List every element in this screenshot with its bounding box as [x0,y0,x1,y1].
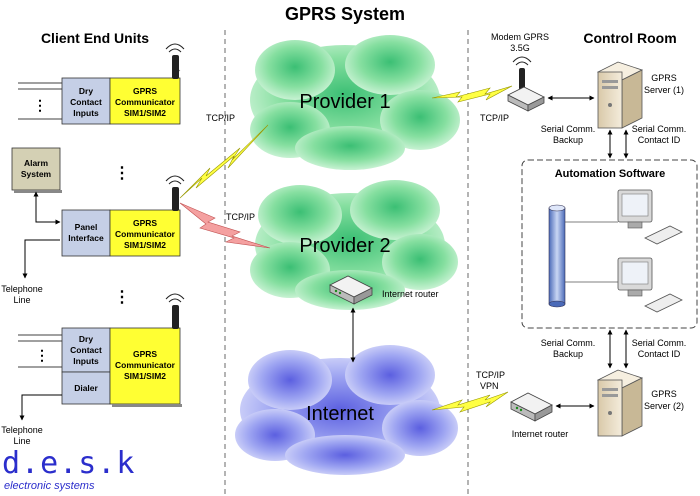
tcpip-label-3: TCP/IP [480,113,509,123]
router-label: Internet router [382,289,439,299]
svg-text:Line: Line [13,295,30,305]
gprs-communicator-3: GPRS [133,349,157,359]
panel-interface-box: Panel [75,222,98,232]
svg-text:SIM1/SIM2: SIM1/SIM2 [124,108,166,118]
diagram-title: GPRS System [285,4,405,24]
svg-text:Contact: Contact [70,97,102,107]
svg-text:Contact: Contact [70,345,102,355]
router-icon [510,392,553,422]
telephone-line-label: Telephone [1,284,43,294]
cloud-provider-1: Provider 1 [250,35,460,170]
svg-text:VPN: VPN [480,381,499,391]
svg-text:SIM1/SIM2: SIM1/SIM2 [124,240,166,250]
antenna-icon [165,175,185,211]
gprs-communicator-2: GPRS [133,218,157,228]
automation-software-title: Automation Software [555,168,666,180]
serial-backup-label-2: Serial Comm. [541,338,596,348]
wireless-link-modem [431,85,513,103]
gprs-communicator-1: GPRS [133,86,157,96]
cloud-internet: Internet [235,345,458,475]
router-icon [329,275,373,305]
svg-text:Backup: Backup [553,349,583,359]
wireless-link-provider-1 [179,124,269,199]
database-pipe-icon [548,204,566,308]
tcpip-label-1: TCP/IP [206,113,235,123]
modem-icon [507,56,545,112]
svg-text:Inputs: Inputs [73,108,99,118]
workstation-2-icon [617,257,683,313]
svg-text:System: System [21,169,52,179]
ellipsis: ⋮ [114,165,130,182]
svg-text:SIM1/SIM2: SIM1/SIM2 [124,371,166,381]
antenna-icon [165,43,185,79]
svg-text:Communicator: Communicator [115,360,176,370]
telephone-line-label: Telephone [1,425,43,435]
serial-backup-label-1: Serial Comm. [541,124,596,134]
tcpip-vpn-label: TCP/IP [476,370,505,380]
svg-text:Inputs: Inputs [73,356,99,366]
svg-text:Communicator: Communicator [115,229,176,239]
logo-tagline: electronic systems [4,480,95,492]
server-1-label: GPRS [651,73,677,83]
dialer-box: Dialer [74,383,98,393]
dry-contact-label-1: Dry [79,86,93,96]
desk-logo: d.e.s.k electronic systems [2,446,135,492]
serial-contact-label-1: Serial Comm. [632,124,687,134]
wireless-link-provider-2 [179,202,271,249]
svg-text:Server (2): Server (2) [644,401,684,411]
control-section-title: Control Room [583,30,676,46]
svg-text:Line: Line [13,436,30,446]
router-label-2: Internet router [512,429,569,439]
automation-software-box [521,159,698,329]
svg-text:3.5G: 3.5G [510,43,530,53]
logo-brand: d.e.s.k [2,446,135,481]
client-unit-2: Alarm System Telephone Line Panel Interf… [1,147,185,305]
server-2-label: GPRS [651,389,677,399]
internet-label: Internet [306,403,374,425]
alarm-system-box: Alarm [24,158,49,168]
svg-text:Contact ID: Contact ID [638,135,681,145]
svg-text:Server (1): Server (1) [644,85,684,95]
modem-label: Modem GPRS [491,32,549,42]
workstation-1-icon [617,189,683,245]
svg-text:Contact ID: Contact ID [638,349,681,359]
svg-text:Communicator: Communicator [115,97,176,107]
ellipsis: ⋮ [33,97,47,113]
svg-text:Interface: Interface [68,233,104,243]
tcpip-label-2: TCP/IP [226,212,255,222]
provider-2-label: Provider 2 [299,235,390,257]
server-1-icon [596,61,644,129]
server-2-icon [596,369,644,437]
serial-contact-label-2: Serial Comm. [632,338,687,348]
dry-contact-label-3: Dry [79,334,93,344]
antenna-icon [165,293,185,329]
client-section-title: Client End Units [41,30,149,46]
svg-text:Backup: Backup [553,135,583,145]
client-unit-1: ⋮ Dry Contact Inputs GPRS Communicator S… [18,43,185,125]
ellipsis: ⋮ [35,347,49,363]
provider-1-label: Provider 1 [299,91,390,113]
vpn-link [431,391,509,413]
client-unit-3: ⋮ Dry Contact Inputs Dialer Telephone Li… [1,293,185,446]
ellipsis: ⋮ [114,289,130,306]
